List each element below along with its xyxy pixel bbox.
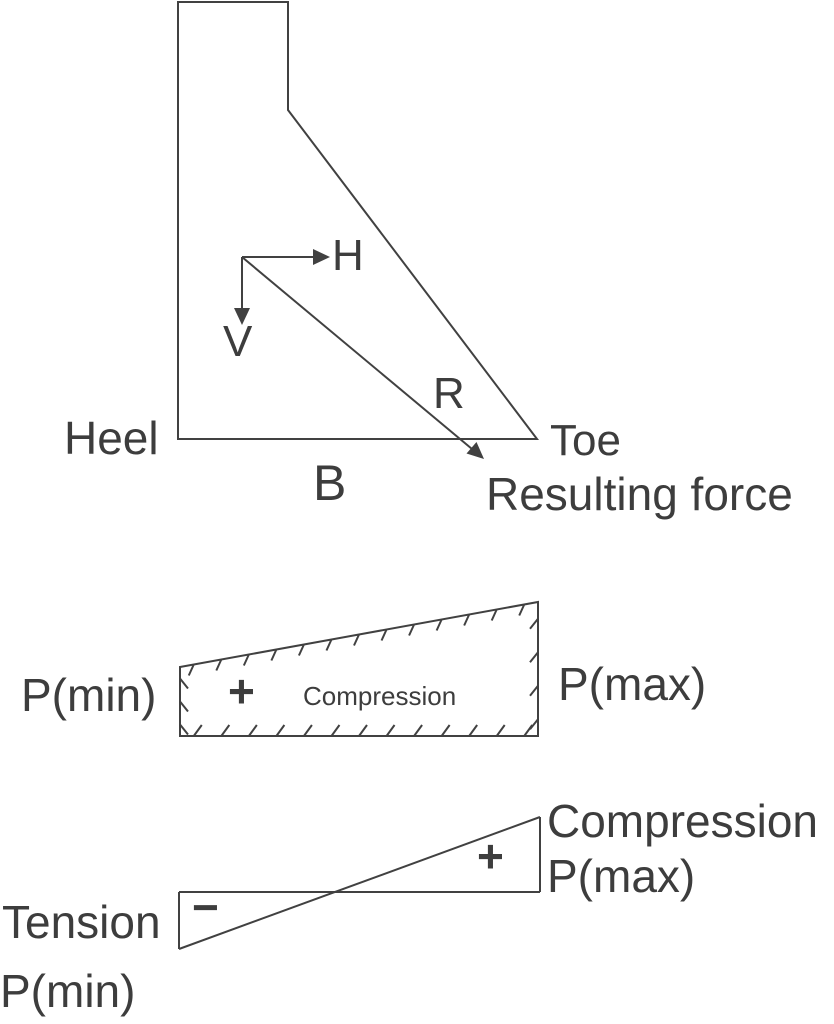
hatch-tick	[490, 609, 498, 621]
hatch-tick	[413, 724, 423, 737]
tension-label: Tension	[2, 896, 161, 948]
bowtie-minus-sign: −	[192, 881, 219, 933]
horizontal-force-label: H	[332, 231, 364, 280]
hatch-tick	[325, 639, 333, 651]
hatch-tick	[358, 724, 368, 737]
hatch-tick	[242, 654, 250, 666]
hatch-tick	[468, 724, 478, 737]
hatch-tick	[463, 614, 471, 626]
bowtie-plus-sign: +	[477, 830, 504, 882]
hatch-tick	[179, 723, 189, 736]
bowtie-diagonal	[178, 816, 541, 950]
hatch-tick	[179, 700, 189, 713]
dam-outline	[177, 1, 540, 440]
hatch-tick	[385, 724, 396, 737]
hatch-tick	[495, 724, 506, 737]
hatch-tick	[187, 664, 195, 676]
trapezoid-plus-sign: +	[228, 665, 255, 717]
hatch-tick	[380, 629, 388, 641]
hatch-tick	[303, 724, 313, 737]
hatch-tick	[529, 618, 539, 630]
bowtie-compression-label: Compression	[547, 795, 818, 847]
hatch-tick	[298, 644, 305, 656]
pressure-trapezoid	[179, 600, 539, 737]
hatch-tick	[529, 685, 539, 697]
force-h-arrowhead	[313, 249, 330, 265]
bowtie-pmax-label: P(max)	[547, 850, 696, 902]
trapezoid-pmin-label: P(min)	[21, 669, 157, 721]
hatch-tick	[179, 677, 189, 690]
hatch-tick	[215, 659, 223, 671]
hatch-tick	[330, 724, 341, 737]
hatch-tick	[518, 604, 526, 616]
force-r-arrowhead	[466, 442, 484, 459]
resultant-caption: Resulting force	[486, 468, 793, 520]
heel-label: Heel	[64, 412, 159, 464]
hatch-tick	[435, 619, 443, 631]
trapezoid-compression-label: Compression	[303, 681, 457, 711]
hatch-tick	[529, 651, 539, 663]
hatch-tick	[408, 624, 415, 636]
resultant-force-label: R	[433, 369, 465, 418]
hatch-tick	[353, 634, 360, 646]
force-v-arrowhead	[234, 308, 250, 325]
trapezoid-pmax-label: P(max)	[558, 658, 707, 710]
hatch-tick	[192, 724, 203, 737]
force-r-shaft	[241, 256, 473, 450]
hatch-tick	[440, 724, 451, 737]
toe-label: Toe	[550, 416, 621, 465]
hatch-tick	[220, 724, 231, 737]
hatch-tick	[270, 649, 278, 661]
hatch-tick	[529, 718, 539, 730]
vertical-force-label: V	[223, 317, 253, 366]
trapezoid-hatching	[179, 604, 539, 737]
bowtie-pmin-label: P(min)	[0, 965, 136, 1017]
base-width-label: B	[313, 455, 347, 511]
hatch-tick	[275, 724, 286, 737]
hatch-tick	[248, 724, 258, 737]
